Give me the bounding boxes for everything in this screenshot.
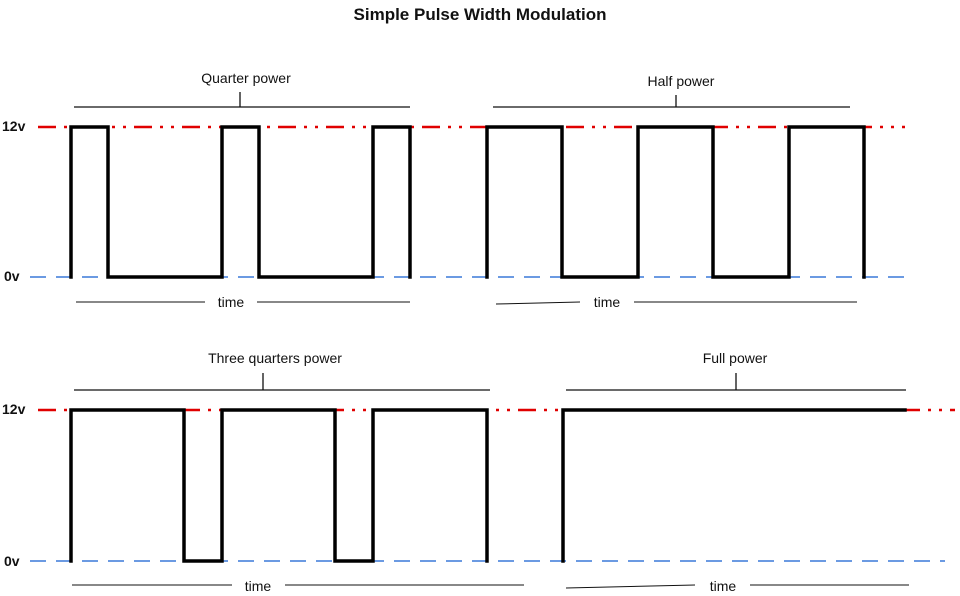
waveform-trace [69,408,489,563]
panel-three-quarters-power: Three quarters power time [69,350,524,594]
panel-label: Half power [648,73,715,89]
time-axis-left [495,301,581,305]
bracket [566,373,906,391]
bracket [74,92,410,108]
high-level-label-row-2: 12v [2,401,26,417]
time-label: time [218,294,245,310]
low-level-label-row-2: 0v [4,553,20,569]
bracket [493,95,850,108]
time-label: time [594,294,621,310]
time-label: time [245,578,272,594]
panel-full-power: Full power time [561,350,909,594]
panel-quarter-power: Quarter power time [69,70,412,310]
panel-label: Quarter power [201,70,291,86]
high-level-label-row-1: 12v [2,118,26,134]
panel-label: Three quarters power [208,350,342,366]
time-label: time [710,578,737,594]
bracket [74,373,490,391]
low-level-label-row-1: 0v [4,268,20,284]
diagram-title: Simple Pulse Width Modulation [354,5,607,24]
panel-label: Full power [703,350,768,366]
waveform-trace [485,125,866,279]
waveform-trace [69,125,412,279]
panel-half-power: Half power time [485,73,866,310]
waveform-trace [561,408,907,563]
time-axis-left [565,584,696,589]
